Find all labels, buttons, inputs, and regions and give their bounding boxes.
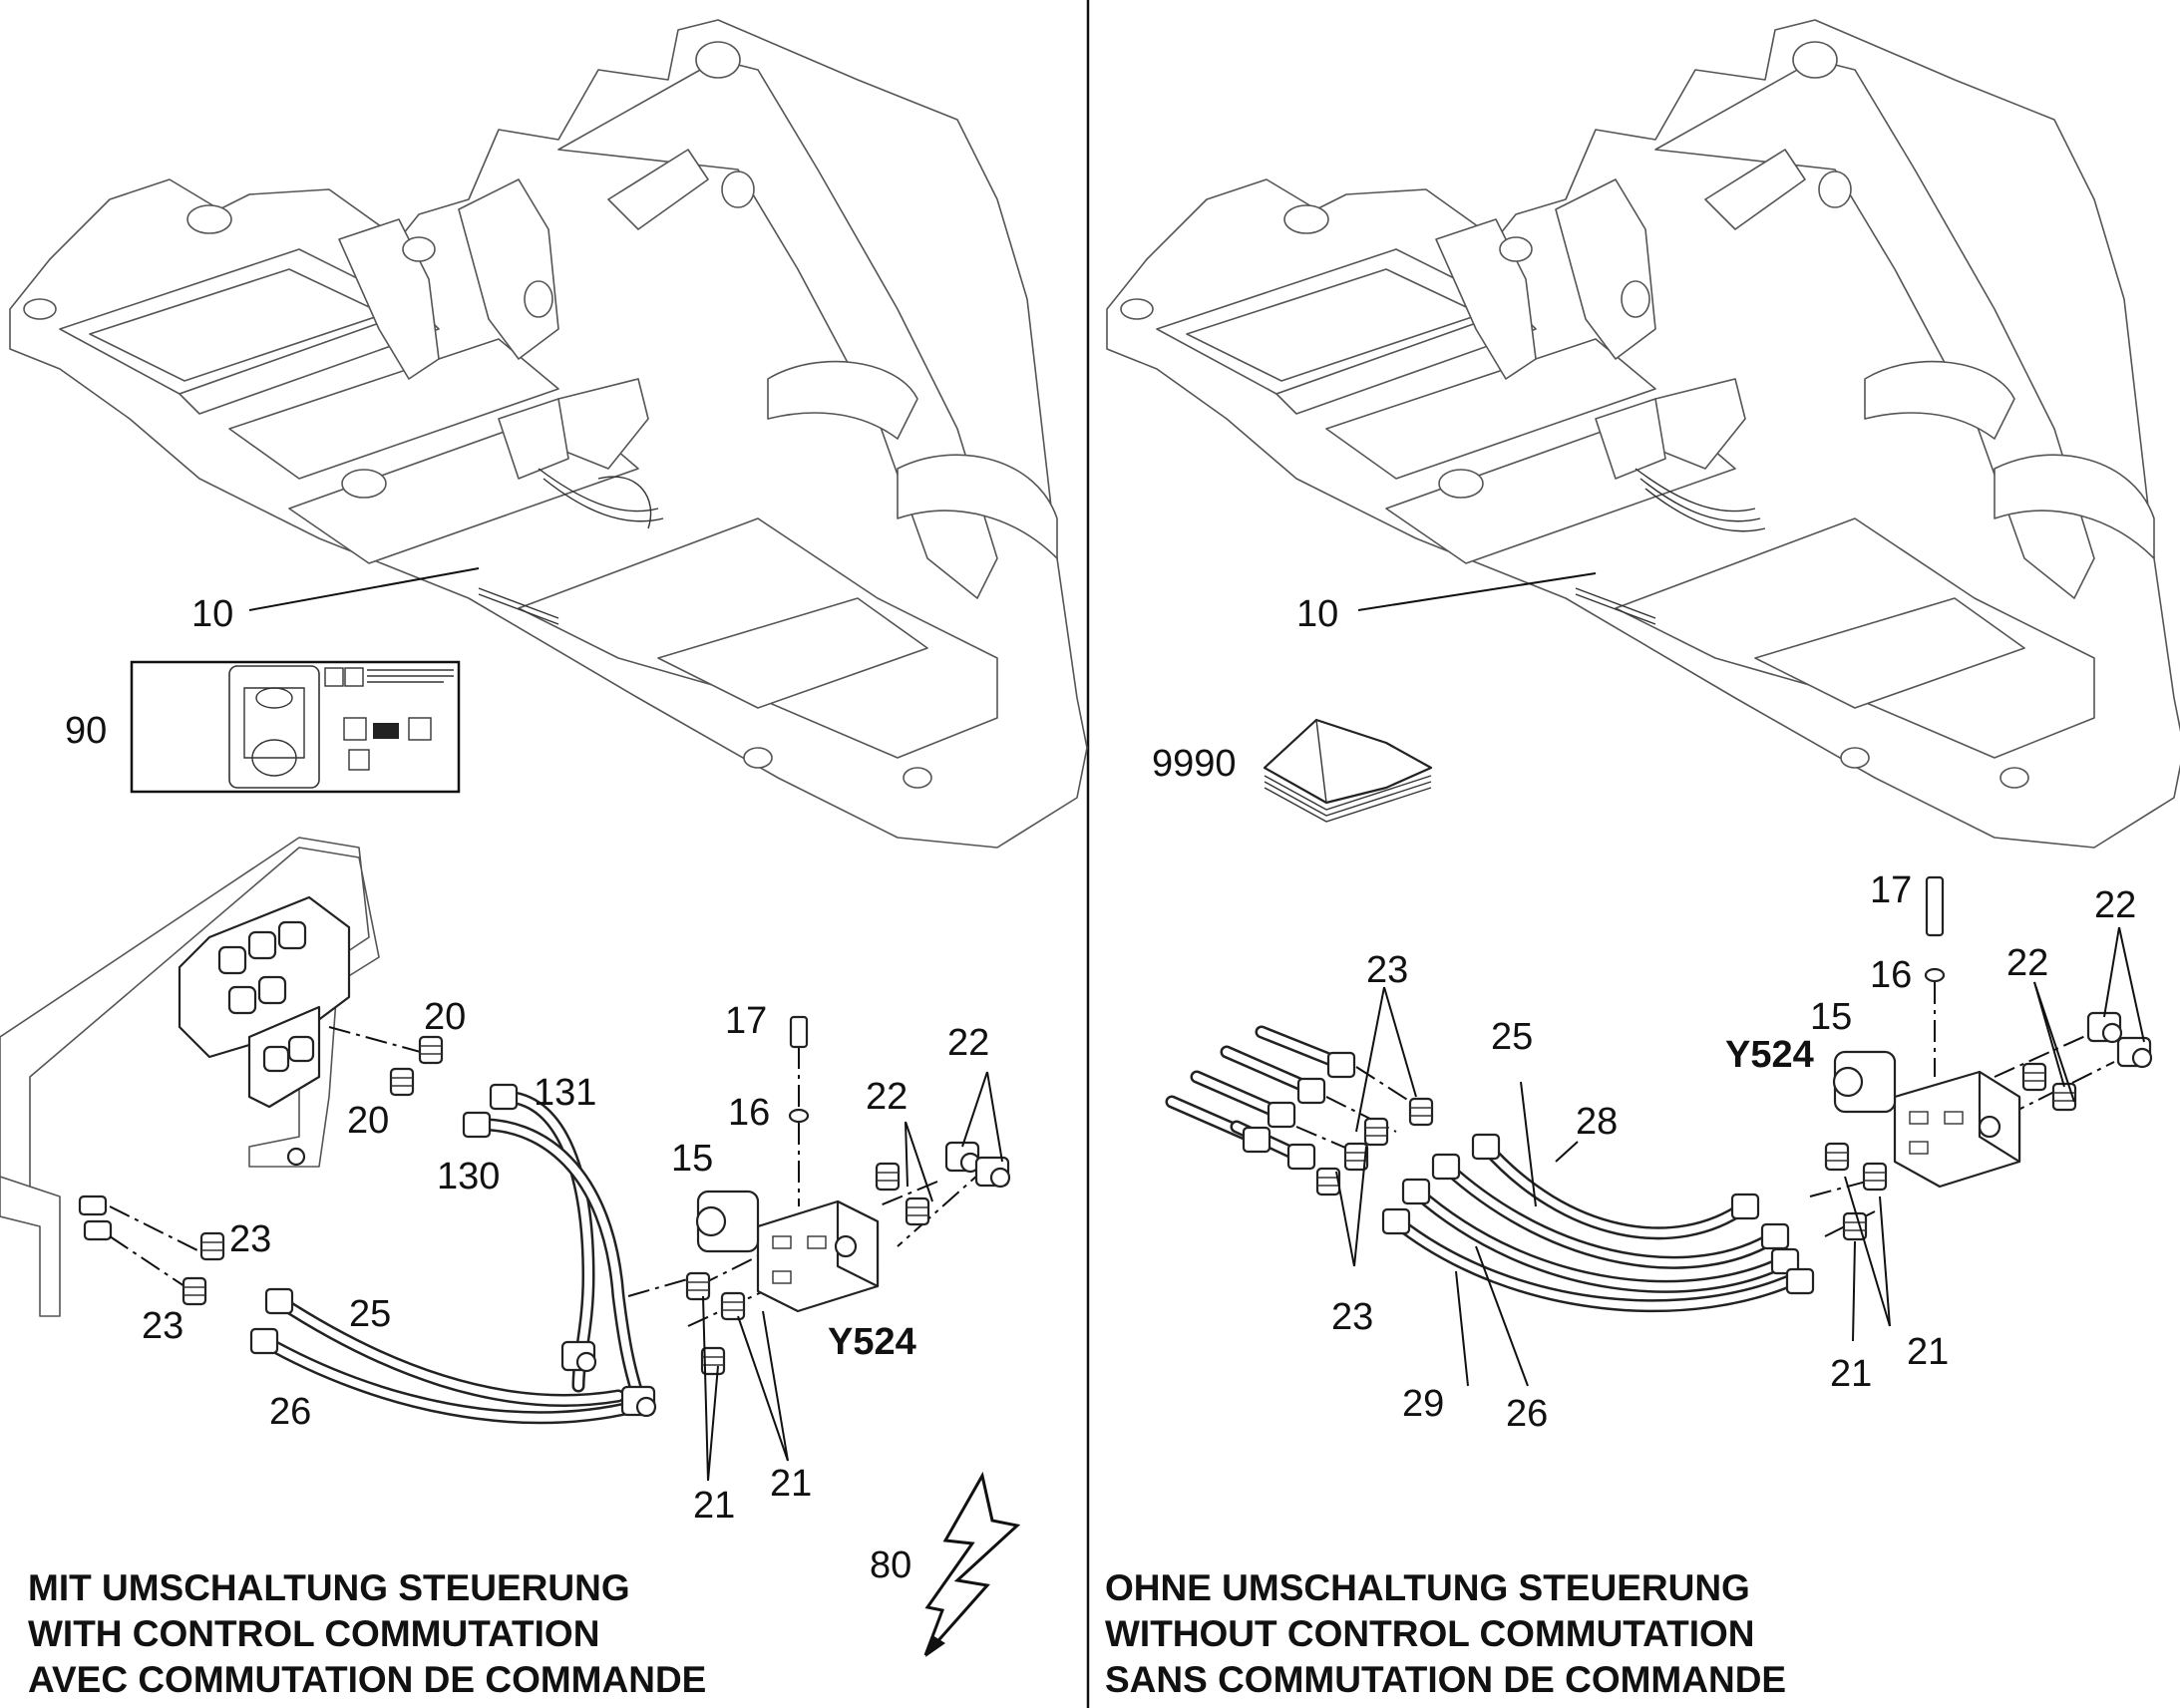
valve-15-right	[1832, 1050, 2021, 1189]
callout-25-right: 25	[1491, 1016, 1533, 1058]
fitting-23b	[182, 1276, 207, 1306]
decal-90	[130, 660, 461, 794]
callout-131: 131	[534, 1072, 596, 1114]
callout-20b: 20	[347, 1100, 389, 1142]
left-panel: 10 90	[0, 19, 1088, 1700]
caption-right-fr: SANS COMMUTATION DE COMMANDE	[1105, 1659, 1786, 1700]
washer-16-left	[788, 1108, 810, 1124]
electrical-lightning-icon	[923, 1471, 1021, 1656]
manual-book-icon	[1263, 718, 1433, 823]
valve-15-left	[695, 1190, 880, 1313]
elbow-22f	[2116, 1036, 2153, 1069]
screw-17-left	[789, 1015, 809, 1049]
fitting-22b	[905, 1196, 930, 1226]
fitting-20a	[418, 1035, 444, 1065]
fitting-20b	[389, 1067, 415, 1097]
callout-17: 17	[725, 1000, 767, 1042]
caption-right-de: OHNE UMSCHALTUNG STEUERUNG	[1105, 1567, 1750, 1608]
callout-16-right: 16	[1870, 954, 1912, 996]
callout-130: 130	[437, 1156, 500, 1197]
callout-15: 15	[671, 1138, 713, 1180]
callout-15-right: 15	[1810, 996, 1852, 1038]
callout-22d: 22	[2094, 884, 2136, 926]
fitting-21c	[1824, 1142, 1850, 1172]
fitting-21d	[1862, 1162, 1888, 1192]
callout-22b: 22	[947, 1022, 989, 1064]
callout-16: 16	[728, 1092, 770, 1134]
chassis-frame-right	[1106, 19, 2180, 849]
fitting-21b	[720, 1291, 746, 1321]
callout-y524-right: Y524	[1725, 1034, 1814, 1076]
callout-21a: 21	[693, 1485, 735, 1527]
elbow-22c	[944, 1141, 981, 1174]
callout-21c: 21	[1907, 1331, 1949, 1373]
fitting-23a	[199, 1231, 225, 1261]
callout-26: 26	[269, 1391, 311, 1433]
fitting-21a	[685, 1271, 711, 1301]
callout-22c: 22	[2006, 942, 2048, 984]
fitting-22a	[875, 1162, 901, 1192]
callout-26-right: 26	[1506, 1393, 1548, 1435]
callout-29: 29	[1402, 1383, 1444, 1425]
fitting-22c	[2021, 1062, 2047, 1092]
callout-22a: 22	[866, 1076, 908, 1118]
elbow-22e	[2086, 1011, 2123, 1044]
elbow-22d	[974, 1156, 1011, 1189]
caption-left-de: MIT UMSCHALTUNG STEUERUNG	[28, 1567, 630, 1608]
callout-9990: 9990	[1152, 743, 1237, 785]
screw-17-right	[1925, 875, 1945, 937]
caption-right-en: WITHOUT CONTROL COMMUTATION	[1105, 1613, 1755, 1654]
callout-20a: 20	[424, 996, 466, 1038]
caption-left-fr: AVEC COMMUTATION DE COMMANDE	[28, 1659, 706, 1700]
callout-17-right: 17	[1870, 869, 1912, 911]
callout-25: 25	[349, 1293, 391, 1335]
fitting-23d	[1363, 1117, 1389, 1147]
fitting-23c	[1408, 1097, 1434, 1127]
control-valve-block-left	[0, 837, 380, 1317]
hose-stubs-right	[1165, 1025, 1356, 1171]
caption-left-en: WITH CONTROL COMMUTATION	[28, 1613, 599, 1654]
callout-21b: 21	[770, 1463, 812, 1505]
callout-10-right: 10	[1296, 593, 1338, 635]
washer-16-right	[1924, 967, 1946, 983]
callout-21d: 21	[1830, 1353, 1872, 1395]
right-panel: 10 9990	[1105, 19, 2180, 1700]
callout-90: 90	[65, 710, 107, 752]
callout-y524: Y524	[828, 1321, 916, 1363]
callout-80: 80	[870, 1544, 911, 1586]
callout-28: 28	[1576, 1101, 1618, 1143]
callout-23a: 23	[229, 1218, 271, 1260]
callout-23b: 23	[142, 1305, 183, 1347]
callout-23c: 23	[1366, 949, 1408, 991]
callout-23d: 23	[1331, 1296, 1373, 1338]
callout-10: 10	[191, 593, 233, 635]
